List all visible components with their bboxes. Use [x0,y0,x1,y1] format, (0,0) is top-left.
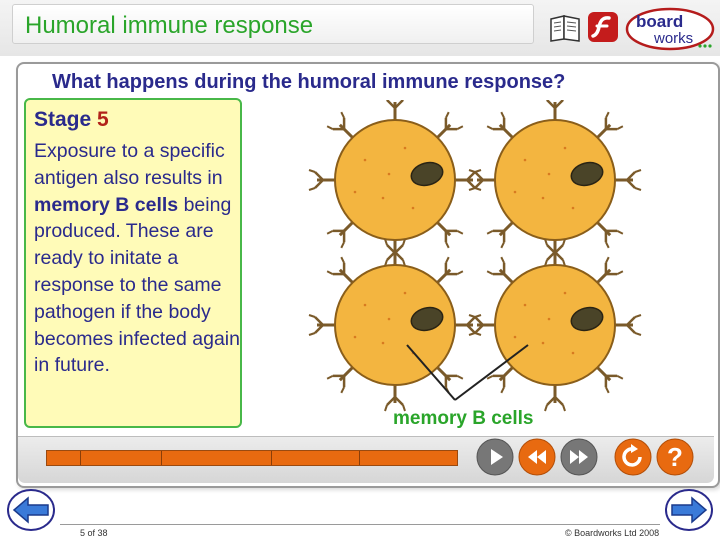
stage-text-emphasis: memory B cells [34,193,179,216]
title-bar: Humoral immune response [12,4,534,44]
logo-text-board: board [636,12,683,31]
replay-button[interactable] [614,438,652,476]
label-pointer-line [406,344,456,401]
book-icon[interactable] [548,10,582,44]
next-slide-arrow-icon[interactable] [664,488,714,532]
label-pointer-line [454,344,529,401]
previous-slide-arrow-icon[interactable] [6,488,56,532]
progress-segment [272,451,360,465]
play-icon [476,438,514,476]
progress-segment [81,451,162,465]
memory-b-cell [309,239,481,411]
flash-icon[interactable] [586,10,620,44]
stage-text-part-2: being produced. These are ready to inita… [34,193,240,377]
help-button[interactable]: ? [656,438,694,476]
stage-description: Exposure to a specific antigen also resu… [34,138,242,379]
play-button[interactable] [476,438,514,476]
help-icon: ? [656,438,694,476]
memory-b-cell [469,100,641,266]
memory-b-cell [309,100,481,266]
progress-segment [360,451,456,465]
page-number: 5 of 38 [80,528,108,538]
memory-b-cells-label: memory B cells [393,408,534,429]
memory-b-cell [469,239,641,411]
stage-text-part-1: Exposure to a specific antigen also resu… [34,140,225,189]
stage-text-box: Stage 5 Exposure to a specific antigen a… [24,98,242,428]
rewind-icon [518,438,556,476]
rewind-button[interactable] [518,438,556,476]
progress-segment [47,451,81,465]
stage-number: 5 [97,108,109,131]
page-title: Humoral immune response [25,12,314,39]
progress-bar[interactable] [46,450,458,466]
boardworks-logo: board works [625,7,715,51]
copyright-notice: © Boardworks Ltd 2008 [565,528,660,538]
stage-label: Stage [34,108,92,131]
replay-icon [614,438,652,476]
logo-text-works: works [653,30,693,47]
stage-heading: Stage 5 [34,108,109,132]
memory-b-cells-illustration [300,100,700,440]
slide-question: What happens during the humoral immune r… [52,71,566,93]
header-bar: Humoral immune response board works [0,0,720,56]
fast-forward-button[interactable] [560,438,598,476]
svg-text:?: ? [667,442,683,472]
fast-forward-icon [560,438,598,476]
footer-divider [60,524,660,525]
progress-segment [162,451,272,465]
